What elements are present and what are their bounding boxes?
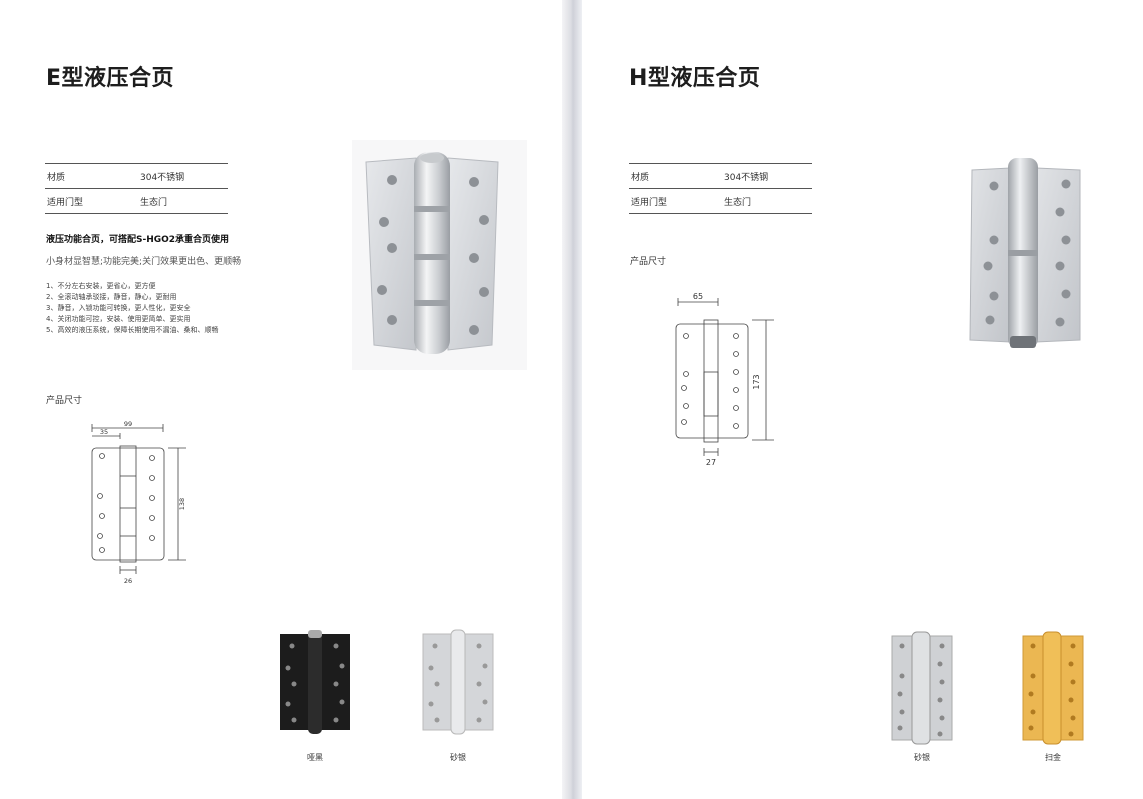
- variant-gold-photo: [1022, 631, 1084, 745]
- h-dimension-drawing: 65 173 27: [675, 292, 774, 467]
- feature-item: 5、高效的液压系统，保障长期使用不漏油、桑和、顺畅: [46, 326, 219, 334]
- spec-row-door-type: 适用门型 生态门: [45, 189, 228, 214]
- spec-label: 适用门型: [47, 197, 84, 208]
- spec-value: 生态门: [140, 197, 168, 208]
- left-page: E型液压合页 材质 304不锈钢 适用门型 生态门 液压功能合页，可搭配S-HG…: [0, 0, 562, 799]
- variant-silver-photo: [891, 631, 953, 745]
- book-spine: [562, 0, 582, 799]
- spec-value: 304不锈钢: [140, 172, 185, 183]
- h-hinge-photo: [969, 158, 1081, 348]
- variant-caption: 砂银: [914, 753, 930, 762]
- dim-knuckle: 27: [706, 458, 716, 467]
- dim-height: 173: [752, 374, 761, 389]
- variant-caption: 砂银: [450, 753, 466, 762]
- dim-total-width: 99: [124, 420, 132, 428]
- right-page: H型液压合页 材质 304不锈钢 适用门型 生态门 产品尺寸: [582, 0, 1143, 799]
- e-hinge-photo: [352, 140, 527, 370]
- spec-label: 适用门型: [631, 197, 668, 208]
- size-label: 产品尺寸: [630, 257, 667, 267]
- spec-table: 材质 304不锈钢 适用门型 生态门: [629, 163, 812, 214]
- spec-label: 材质: [47, 172, 66, 183]
- variant-caption: 扫金: [1045, 753, 1061, 762]
- spec-label: 材质: [631, 172, 650, 183]
- feature-item: 4、关闭功能可控，安装、使用更简单、更实用: [46, 315, 191, 323]
- page-title: H型液压合页: [629, 66, 761, 91]
- spec-row-material: 材质 304不锈钢: [629, 164, 812, 189]
- feature-list: 1、不分左右安装，更省心，更方便 2、全滚动轴承驳接，静音，静心，更耐用 3、静…: [46, 281, 218, 336]
- feature-subline: 小身材显智慧;功能完美;关门效果更出色、更顺畅: [46, 257, 242, 267]
- dim-width: 65: [693, 292, 703, 301]
- feature-headline: 液压功能合页，可搭配S-HGO2承重合页使用: [46, 235, 230, 245]
- variant-black-photo: [280, 630, 350, 734]
- variant-caption: 哑黑: [307, 753, 323, 762]
- spec-row-door-type: 适用门型 生态门: [629, 189, 812, 214]
- spec-value: 生态门: [724, 197, 752, 208]
- e-dimension-drawing: 99 35 138 26: [91, 420, 186, 585]
- spec-table: 材质 304不锈钢 适用门型 生态门: [45, 163, 228, 214]
- spec-value: 304不锈钢: [724, 172, 769, 183]
- feature-item: 1、不分左右安装，更省心，更方便: [46, 282, 156, 290]
- spec-row-material: 材质 304不锈钢: [45, 164, 228, 189]
- variant-silver-photo: [422, 629, 494, 735]
- dim-leaf-width: 35: [100, 428, 108, 436]
- size-label: 产品尺寸: [46, 396, 83, 406]
- page-title: E型液压合页: [46, 66, 175, 91]
- dim-height: 138: [178, 498, 186, 510]
- feature-item: 2、全滚动轴承驳接，静音，静心，更耐用: [46, 293, 177, 301]
- dim-knuckle: 26: [124, 577, 132, 585]
- feature-item: 3、静音，入锁功能可转换，更人性化，更安全: [46, 304, 191, 312]
